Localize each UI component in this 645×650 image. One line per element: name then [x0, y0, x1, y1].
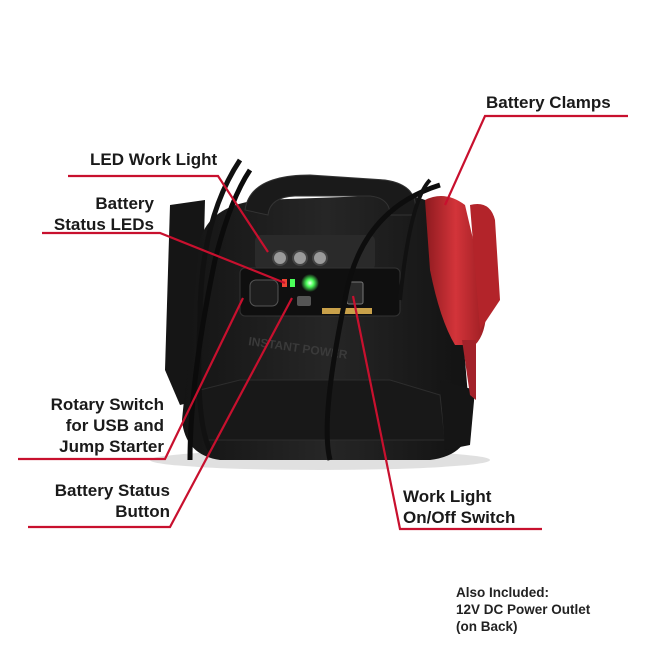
led-work-light-3	[312, 250, 328, 266]
battery-clamp-red	[425, 196, 487, 345]
callout-line-status-button	[28, 297, 293, 529]
included-note: Also Included: 12V DC Power Outlet (on B…	[456, 585, 591, 634]
label-battery-status-leds: Battery Status LEDs	[53, 194, 154, 234]
callout-line-status-leds	[42, 231, 286, 285]
label-battery-clamps: Battery Clamps	[486, 93, 611, 112]
cable-black-1	[196, 158, 243, 452]
clamp-holder-right	[440, 380, 475, 450]
callout-lines	[18, 114, 628, 531]
battery-clamp-jaw	[470, 204, 500, 330]
status-led	[290, 279, 295, 287]
battery-clamp-tip	[462, 340, 476, 400]
status-led-green	[301, 274, 319, 292]
usb-port	[297, 296, 311, 306]
label-work-light-switch: Work Light On/Off Switch	[403, 487, 516, 527]
led-work-light-1	[272, 250, 288, 266]
callout-line-work-light-switch	[351, 295, 542, 531]
label-rotary-switch: Rotary Switch for USB and Jump Starter	[50, 395, 164, 456]
rotary-switch	[249, 279, 279, 307]
led-work-light-2	[292, 250, 308, 266]
cable-black-3	[398, 178, 432, 301]
callout-line-clamps	[443, 114, 628, 206]
cable-red-lead	[324, 182, 441, 461]
cable-black-2	[187, 168, 253, 461]
label-led-work-light: LED Work Light	[90, 150, 218, 169]
callout-line-work-light	[68, 174, 269, 253]
label-battery-status-button: Battery Status Button	[54, 481, 170, 521]
lower-bumper	[199, 379, 446, 441]
warning-label	[322, 308, 372, 314]
callout-line-rotary	[18, 297, 244, 461]
